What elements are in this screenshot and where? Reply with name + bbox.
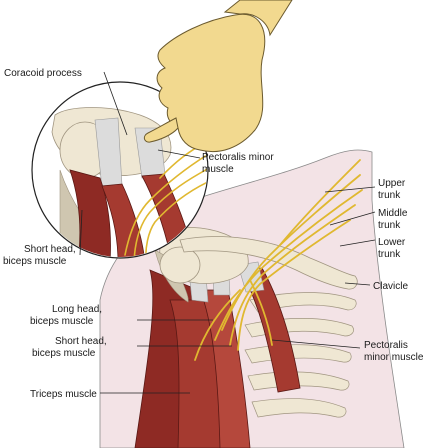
label-middle-trunk: Middle trunk [378, 208, 410, 231]
clavicle-bone [179, 236, 358, 290]
leader-lines [79, 71, 376, 394]
label-pectoralis-minor-upper: Pectoralis minor muscle [202, 152, 276, 175]
magnified-inset [31, 81, 209, 259]
label-pectoralis-minor-lower: Pectoralis minor muscle [364, 340, 424, 363]
examiner-wrist [223, 0, 293, 37]
label-lower-trunk: Lower trunk [378, 237, 408, 260]
label-short-head-upper: Short head, biceps muscle [3, 244, 79, 267]
brachial-plexus-lower [194, 159, 363, 361]
label-coracoid-process: Coracoid process [4, 68, 82, 79]
label-clavicle: Clavicle [373, 281, 408, 292]
label-upper-trunk: Upper trunk [378, 178, 408, 201]
examiner-hand [156, 13, 266, 153]
pectoralis-minor-muscle-lower [239, 267, 301, 393]
label-triceps: Triceps muscle [30, 389, 97, 400]
examiner-finger [143, 117, 179, 143]
label-long-head: Long head, biceps muscle [30, 304, 105, 327]
label-short-head-lower: Short head, biceps muscle [32, 336, 110, 359]
